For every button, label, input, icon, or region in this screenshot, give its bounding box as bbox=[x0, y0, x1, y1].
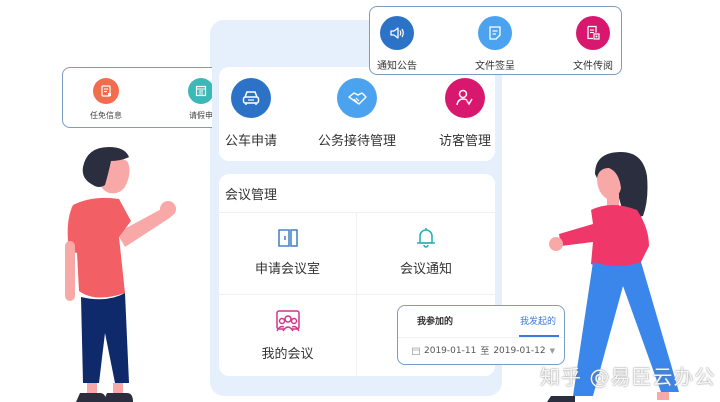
divider bbox=[219, 294, 495, 295]
app-item-document-approval[interactable]: 文件签呈 bbox=[470, 16, 520, 72]
document-circulate-icon bbox=[576, 16, 610, 50]
note-icon bbox=[478, 16, 512, 50]
calendar-icon bbox=[412, 347, 420, 355]
floating-card-meeting-filter: 我参加的 我发起的 2019-01-11 至 2019-01-12 ▼ bbox=[397, 305, 565, 365]
floating-card-documents: 通知公告 文件签呈 文件传阅 bbox=[369, 6, 622, 75]
date-range-picker[interactable]: 2019-01-11 至 2019-01-12 ▼ bbox=[412, 344, 555, 357]
handshake-icon bbox=[337, 78, 377, 118]
car-icon bbox=[231, 78, 271, 118]
my-meeting-group-icon bbox=[275, 310, 300, 332]
date-separator: 至 bbox=[480, 347, 490, 357]
services-card: 公车申请 公务接待管理 访客管理 bbox=[219, 67, 495, 161]
app-item-document-circulation[interactable]: 文件传阅 bbox=[568, 16, 618, 72]
app-label: 公车申请 bbox=[225, 134, 278, 149]
app-label: 请假申 bbox=[189, 111, 212, 120]
svg-text:假: 假 bbox=[198, 90, 203, 97]
date-end: 2019-01-12 bbox=[493, 345, 546, 356]
divider bbox=[219, 212, 495, 213]
app-label: 文件传阅 bbox=[573, 61, 613, 72]
app-label: 公务接待管理 bbox=[317, 134, 396, 149]
app-item-meeting-notice[interactable]: 会议通知 bbox=[357, 226, 495, 277]
woman-illustration bbox=[547, 152, 679, 402]
meeting-room-door-icon bbox=[277, 229, 298, 247]
calendar-leave-icon: 假 bbox=[188, 78, 212, 104]
divider bbox=[356, 212, 357, 376]
app-item-book-meeting-room[interactable]: 申请会议室 bbox=[219, 226, 356, 277]
app-label: 访客管理 bbox=[438, 134, 491, 149]
app-label: 申请会议室 bbox=[254, 262, 320, 277]
app-label: 任免信息 bbox=[90, 111, 122, 120]
date-start: 2019-01-11 bbox=[424, 345, 477, 356]
watermark: 知乎 @易臣云办公 bbox=[540, 365, 716, 389]
floating-card-personnel: 任免信息 假 请假申 bbox=[62, 67, 212, 128]
tab-joined[interactable]: 我参加的 bbox=[417, 317, 454, 327]
section-title: 会议管理 bbox=[225, 188, 278, 203]
document-icon bbox=[93, 78, 119, 104]
app-item-appointment[interactable]: 任免信息 bbox=[78, 78, 134, 121]
man-illustration bbox=[65, 147, 176, 402]
app-item-announcements[interactable]: 通知公告 bbox=[372, 16, 422, 72]
bell-icon bbox=[417, 228, 435, 248]
app-label: 会议通知 bbox=[399, 262, 452, 277]
active-tab-indicator bbox=[519, 335, 559, 337]
app-item-car-request[interactable]: 公车申请 bbox=[225, 78, 278, 149]
dropdown-arrow-icon: ▼ bbox=[549, 346, 556, 355]
app-label: 我的会议 bbox=[261, 347, 314, 362]
app-item-reception[interactable]: 公务接待管理 bbox=[315, 78, 399, 149]
speaker-icon bbox=[380, 16, 414, 50]
visitor-icon bbox=[445, 78, 485, 118]
tab-initiated[interactable]: 我发起的 bbox=[520, 317, 557, 327]
divider bbox=[398, 337, 564, 338]
app-item-my-meetings[interactable]: 我的会议 bbox=[219, 309, 356, 362]
app-item-visitor[interactable]: 访客管理 bbox=[435, 78, 495, 149]
app-item-leave-request[interactable]: 假 请假申 bbox=[173, 78, 212, 121]
app-label: 通知公告 bbox=[377, 61, 417, 72]
app-label: 文件签呈 bbox=[475, 61, 515, 72]
